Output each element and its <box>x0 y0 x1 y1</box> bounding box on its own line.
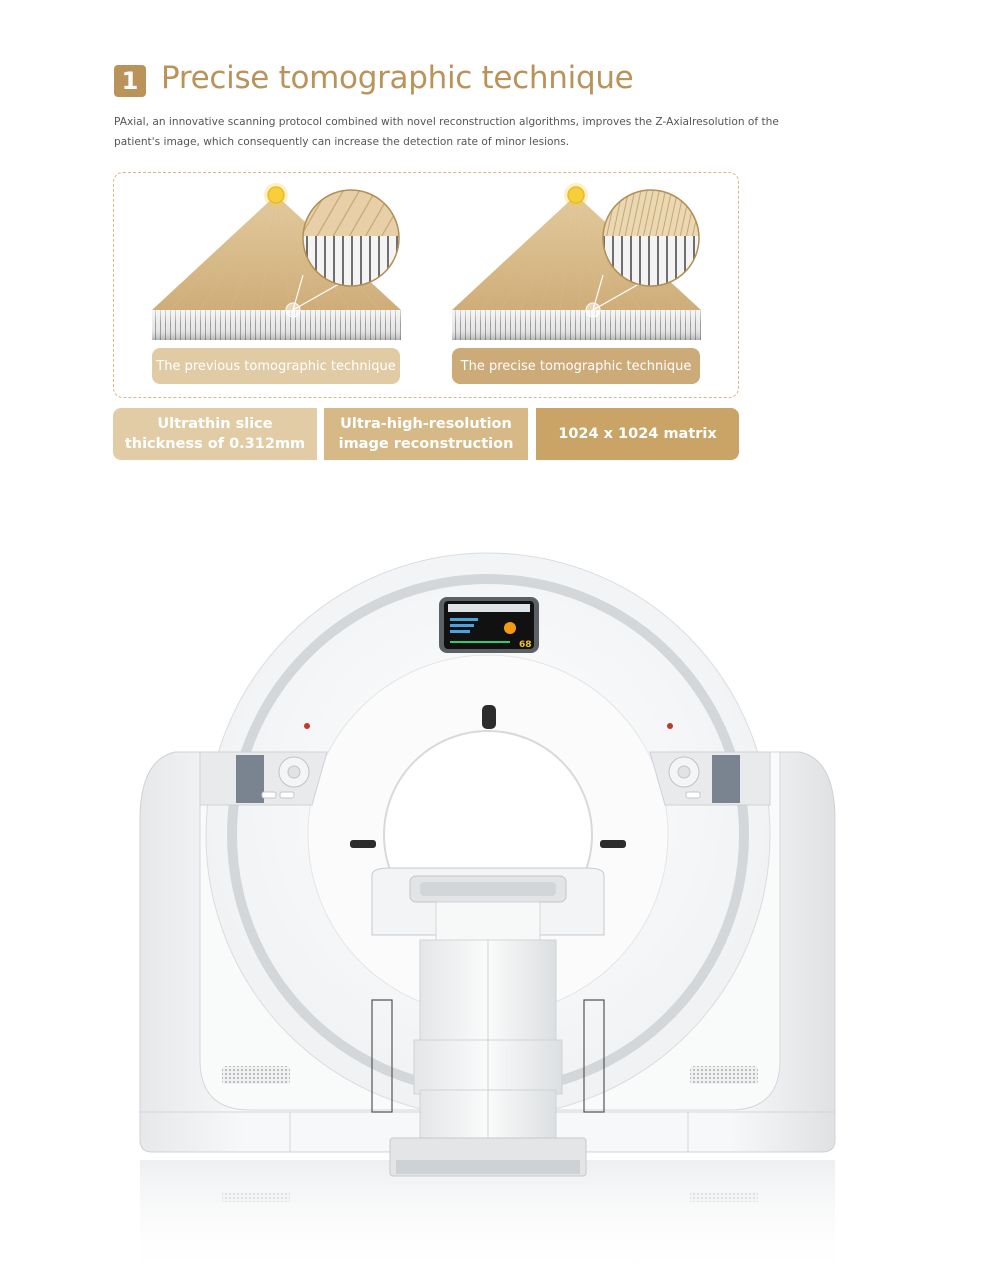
previous-technique-label: The previous tomographic technique <box>152 348 400 384</box>
section-number-badge: 1 <box>114 65 146 97</box>
previous-technique-diagram <box>152 183 401 340</box>
patient-table <box>371 867 605 1177</box>
section-title: Precise tomographic technique <box>161 60 634 96</box>
tomography-comparison-diagram <box>152 183 701 340</box>
feature-reconstruction: Ultra-high-resolution image reconstructi… <box>324 408 528 460</box>
display-value: 68 <box>519 640 532 650</box>
precise-technique-diagram <box>452 183 701 340</box>
feature-matrix-label: 1024 x 1024 matrix <box>558 426 717 442</box>
scanner-display: 68 <box>439 597 539 653</box>
precise-technique-label: The precise tomographic technique <box>452 348 700 384</box>
feature-slice-line2: thickness of 0.312mm <box>124 436 306 452</box>
ct-scanner-image: 68 <box>139 552 836 1280</box>
feature-recon-line2: image reconstruction <box>338 436 514 452</box>
feature-recon-line1: Ultra-high-resolution <box>340 416 512 432</box>
right-control-panel <box>649 751 771 806</box>
feature-slice-line1: Ultrathin slice <box>157 416 273 432</box>
section-description: PAxial, an innovative scanning protocol … <box>114 116 779 148</box>
comparison-diagram-frame <box>113 172 739 398</box>
left-control-panel <box>199 751 328 806</box>
feature-slice-thickness: Ultrathin slice thickness of 0.312mm <box>113 408 317 460</box>
feature-matrix: 1024 x 1024 matrix <box>536 408 739 460</box>
